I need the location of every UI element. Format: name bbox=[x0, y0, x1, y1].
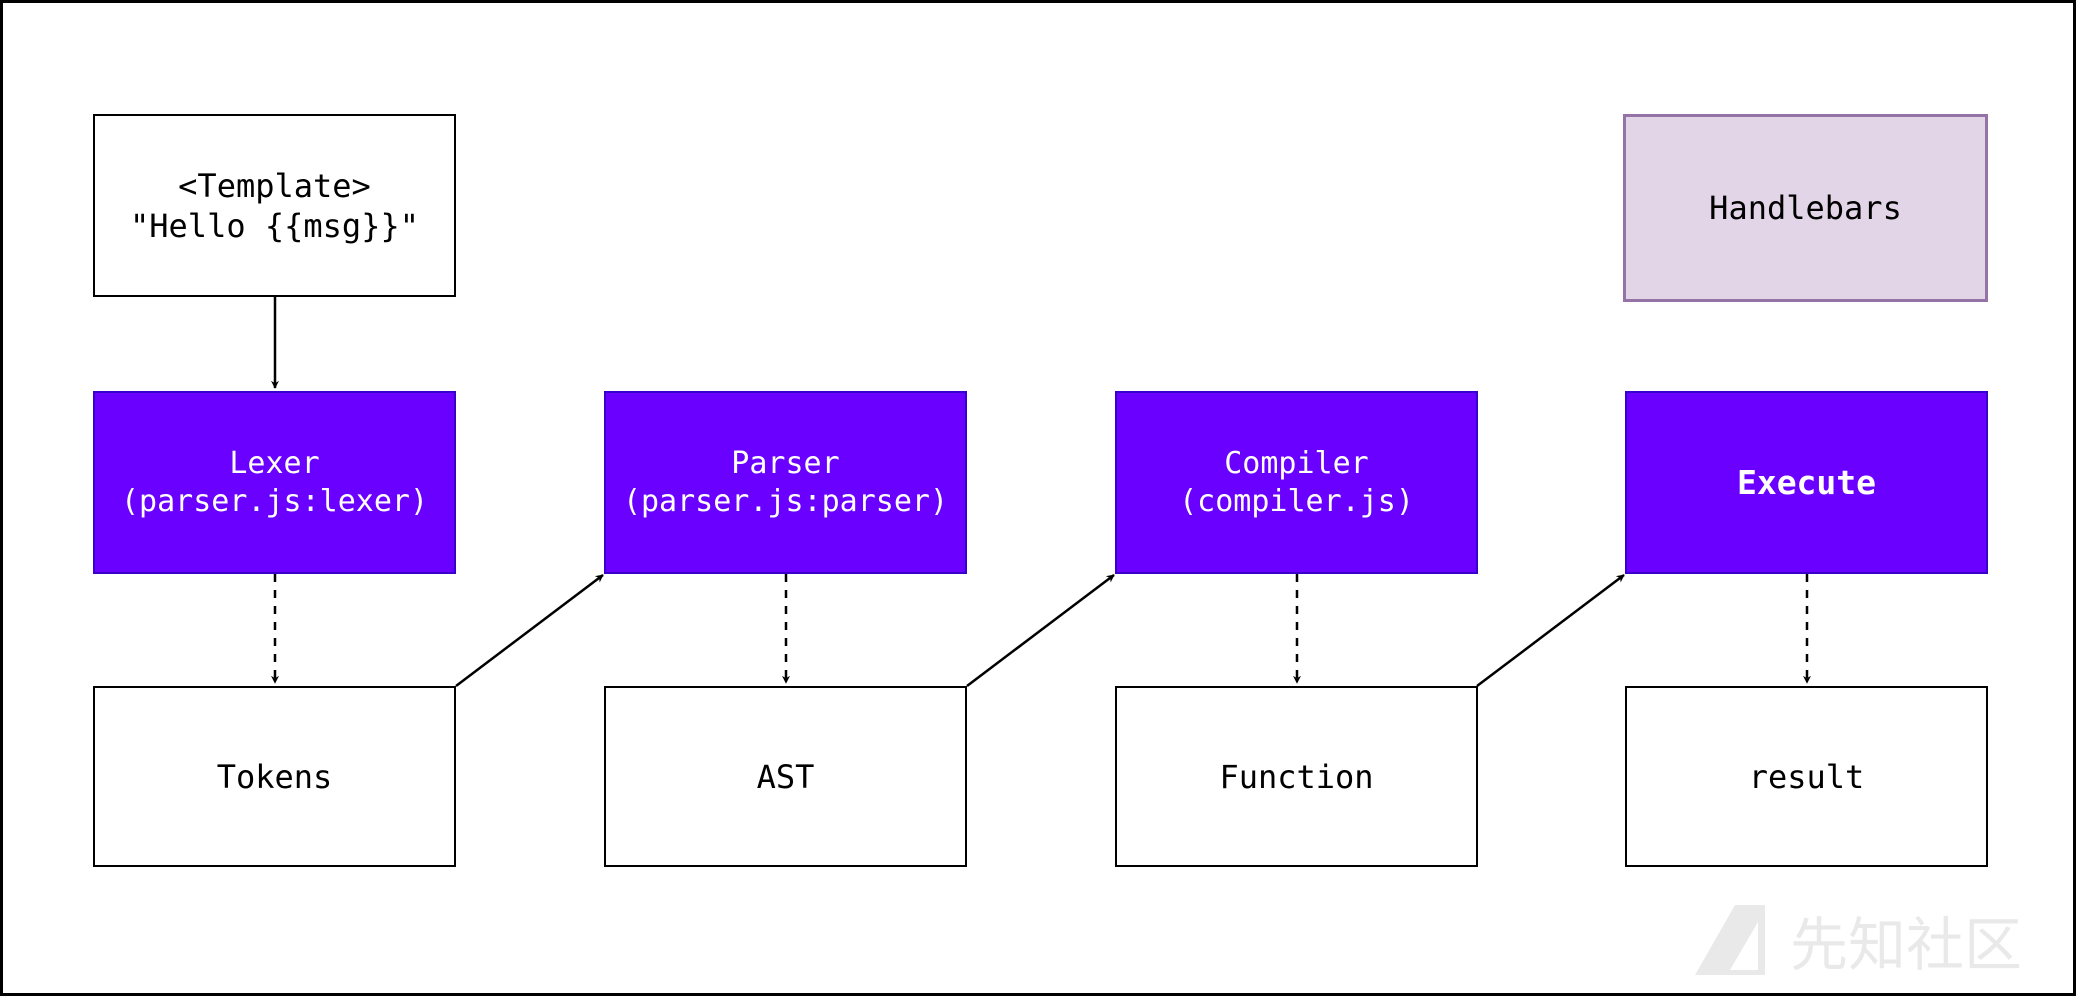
template-node: <Template> "Hello {{msg}}" bbox=[93, 114, 456, 297]
watermark-text: 先知社区 bbox=[1790, 911, 2023, 979]
edge-tokens-to-parser bbox=[455, 574, 604, 687]
result-node: result bbox=[1625, 686, 1988, 867]
watermark-logo-icon bbox=[1695, 905, 1765, 975]
compiler-node: Compiler (compiler.js) bbox=[1115, 391, 1478, 574]
lexer-node: Lexer (parser.js:lexer) bbox=[93, 391, 456, 574]
ast-node: AST bbox=[604, 686, 967, 867]
function-node: Function bbox=[1115, 686, 1478, 867]
execute-node: Execute bbox=[1625, 391, 1988, 574]
edge-function-to-execute bbox=[1476, 574, 1625, 687]
watermark: 先知社区 bbox=[1690, 900, 2060, 980]
tokens-node: Tokens bbox=[93, 686, 456, 867]
handlebars-label: Handlebars bbox=[1623, 114, 1988, 302]
parser-node: Parser (parser.js:parser) bbox=[604, 391, 967, 574]
edge-ast-to-compiler bbox=[966, 574, 1115, 687]
